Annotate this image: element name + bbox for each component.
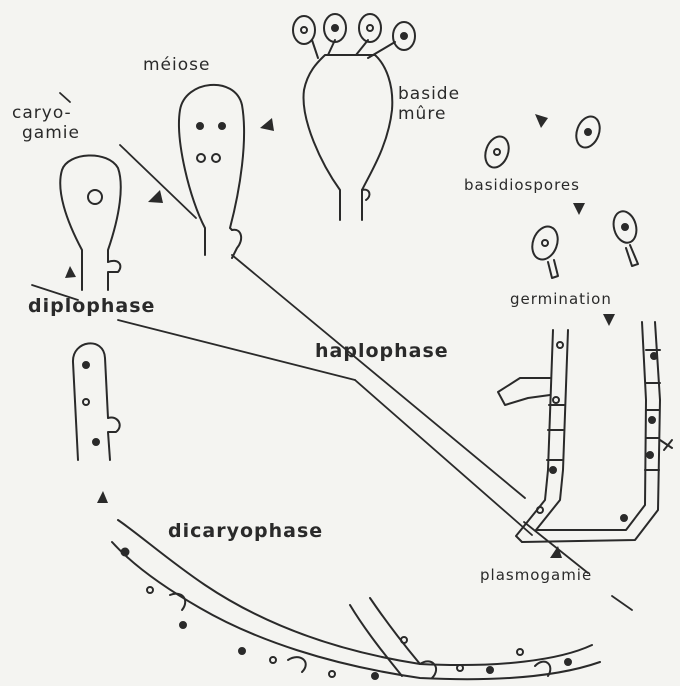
label-mure: mûre xyxy=(398,104,446,124)
arrow-spore-release xyxy=(535,114,548,128)
dikaryotic-hypha-tip xyxy=(73,343,120,460)
label-baside: baside xyxy=(398,84,460,104)
label-caryogamie-line1: caryo- xyxy=(12,103,72,123)
arrow-germination-down xyxy=(603,314,615,326)
meiosis-basidium xyxy=(179,85,244,258)
label-haplophase: haplophase xyxy=(315,340,449,362)
haploid-hyphae xyxy=(498,322,672,542)
label-basidiospores: basidiospores xyxy=(464,176,580,194)
arrow-dicaryo-up xyxy=(97,491,108,503)
label-plasmogamie: plasmogamie xyxy=(480,566,592,584)
label-caryogamie-line2: gamie xyxy=(22,123,80,143)
label-diplophase: diplophase xyxy=(28,295,155,317)
label-dicaryophase: dicaryophase xyxy=(168,520,323,542)
germinating-spores xyxy=(528,209,640,278)
dikaryotic-mycelium xyxy=(112,520,600,679)
arrow-diplophase-up xyxy=(65,266,76,278)
arrow-spores-down xyxy=(573,203,585,215)
arrow-meiose-to-baside xyxy=(260,118,274,131)
label-germination: germination xyxy=(510,290,612,308)
mature-basidium xyxy=(293,14,415,220)
arrow-caryogamie-to-meiose xyxy=(148,190,163,203)
label-meiose: méiose xyxy=(143,55,210,75)
